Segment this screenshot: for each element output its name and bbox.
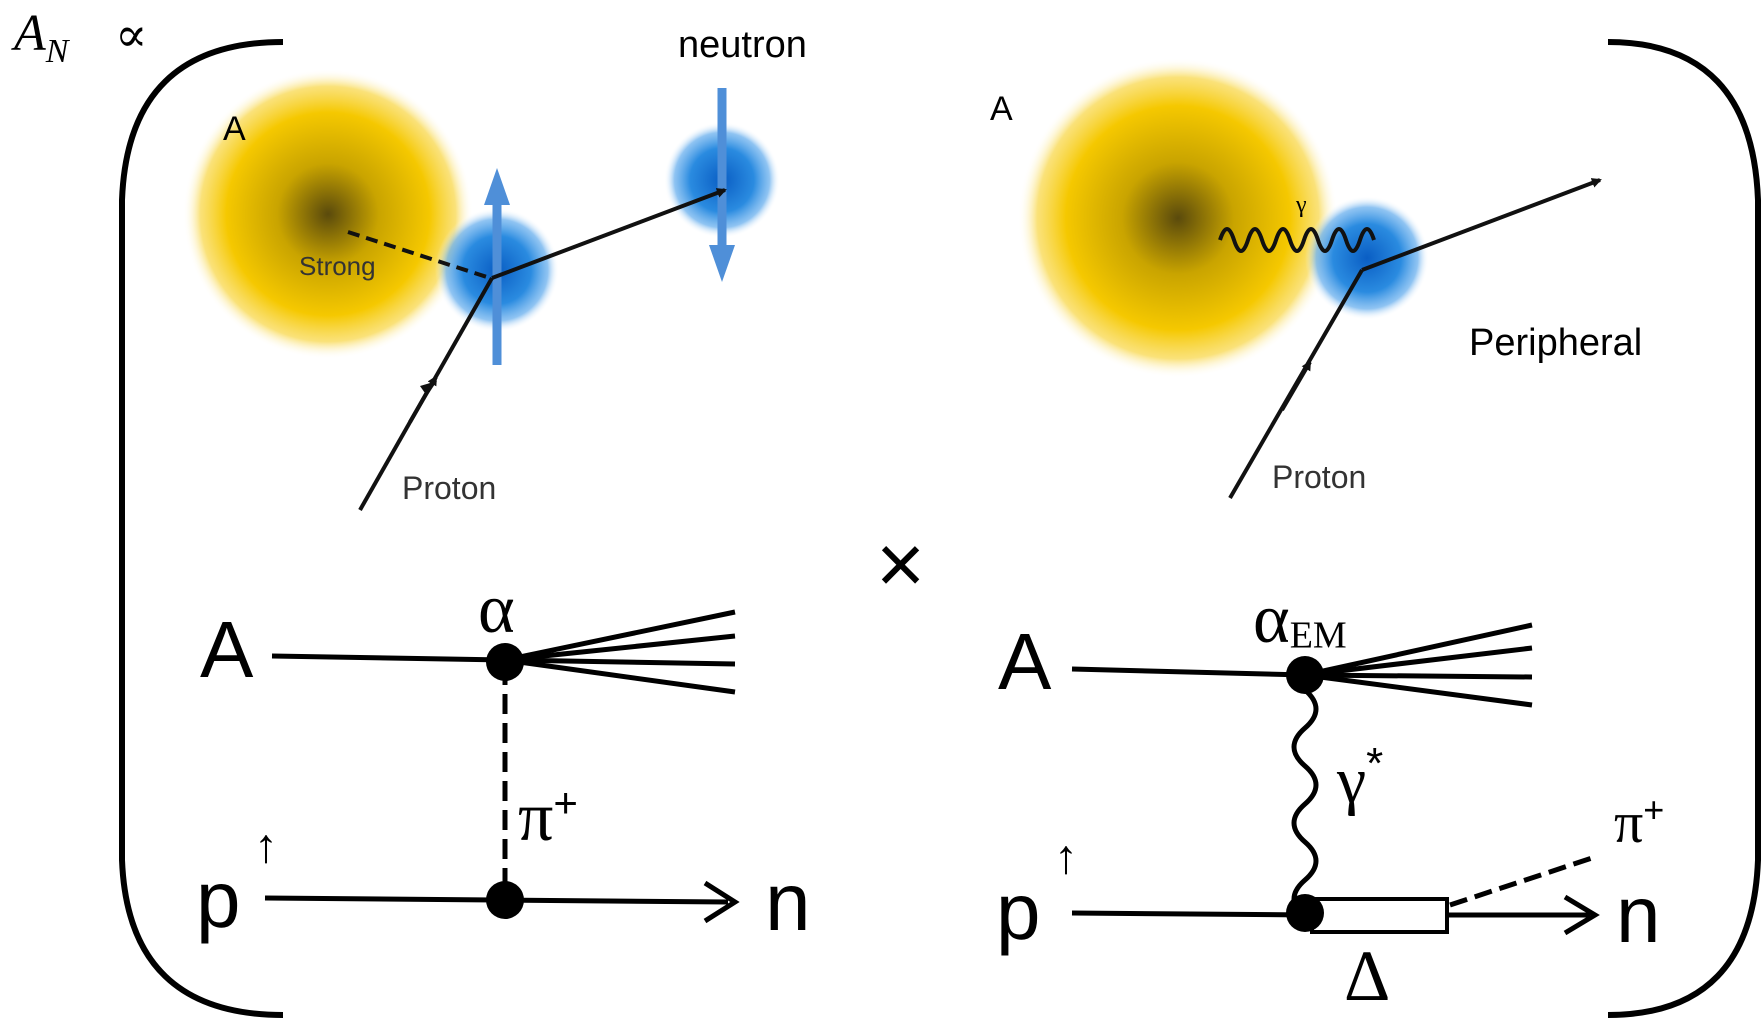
- coupling-label-em: αEM: [1253, 581, 1347, 658]
- right-bracket: [1607, 39, 1761, 1018]
- strong-exchange-line: [347, 230, 491, 280]
- beam-arrowhead-em: [1563, 894, 1600, 936]
- delta-label: Δ: [1344, 936, 1391, 1016]
- spin-up-arrow: [484, 168, 510, 365]
- spin-arrow-pion: ↑: [254, 820, 278, 873]
- jet-line: [1304, 672, 1533, 708]
- proton-label-peripheral: Proton: [1272, 459, 1367, 495]
- delta-resonance-box: [1310, 897, 1449, 934]
- target-label-em: A: [998, 617, 1052, 706]
- neutron-label: neutron: [678, 24, 807, 66]
- photon-label: γ: [1296, 192, 1307, 218]
- neutron-track: [491, 188, 727, 280]
- nucleus-blob-strong: [183, 69, 473, 359]
- pion-label-em: π+: [1614, 789, 1665, 855]
- beam-line-em: [1071, 910, 1311, 918]
- nucleus-label-peripheral: A: [990, 90, 1013, 128]
- nucleus-blob-peripheral: [1018, 58, 1338, 378]
- jet-line: [504, 657, 736, 695]
- jet-line: [1304, 622, 1533, 678]
- spin-down-arrow: [709, 88, 735, 282]
- target-line-em: [1071, 666, 1306, 678]
- left-bracket: [119, 39, 284, 1018]
- nucleus-label-strong: A: [223, 110, 246, 148]
- target-label-pion: A: [200, 605, 254, 694]
- pion-label: π+: [518, 779, 578, 857]
- proton-blob-peripheral: [1305, 196, 1429, 320]
- vertex-top-pion: [486, 643, 524, 681]
- jet-line: [504, 657, 736, 667]
- multiplication-sign: ×: [876, 517, 926, 611]
- peripheral-label: Peripheral: [1469, 322, 1643, 364]
- jet-line: [504, 633, 736, 663]
- coupling-label-pion: α: [478, 571, 515, 648]
- proton-label-strong: Proton: [402, 470, 497, 506]
- vertex-top-em: [1286, 656, 1324, 694]
- jet-line: [504, 609, 736, 663]
- neutron-label-em: n: [1616, 870, 1661, 959]
- photon-wavy-line: [1218, 227, 1376, 253]
- asymmetry-symbol: AN: [14, 5, 69, 70]
- vertex-bottom-em: [1286, 894, 1324, 932]
- spin-arrow-em: ↑: [1054, 831, 1078, 884]
- virtual-photon-label: γ*: [1337, 739, 1384, 818]
- beam-arrowhead-pion: [703, 880, 740, 924]
- beam-label-pion: p: [196, 855, 241, 944]
- virtual-photon-line: [1291, 688, 1319, 920]
- outgoing-track-peripheral: [1361, 178, 1602, 272]
- proportional-symbol: ∝: [115, 9, 148, 62]
- jet-line: [1304, 672, 1533, 680]
- target-line-pion: [271, 653, 506, 663]
- jet-line: [1304, 645, 1533, 678]
- neutron-label-pion: n: [765, 857, 811, 948]
- beam-label-em: p: [996, 867, 1041, 956]
- vertex-bottom-pion: [486, 881, 524, 919]
- strong-label: Strong: [299, 251, 376, 281]
